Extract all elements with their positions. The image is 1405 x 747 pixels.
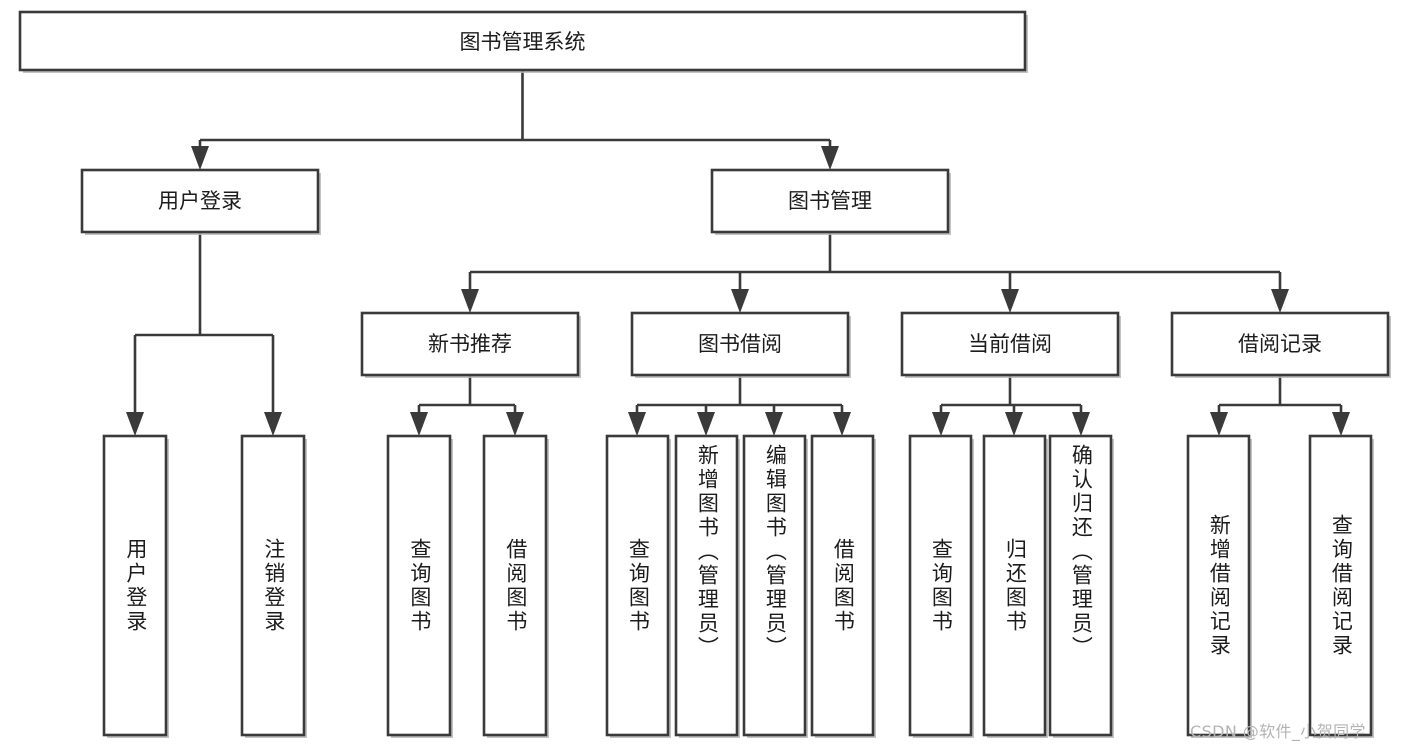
leaf-return-book-box[interactable]	[982, 434, 1047, 737]
node-borrow-record[interactable]: 借阅记录	[1170, 311, 1391, 378]
leaf-confirm-return-admin-box[interactable]	[1048, 434, 1113, 737]
leaf-borrow-book-1-box[interactable]	[482, 434, 548, 737]
node-book-manage-label: 图书管理	[788, 189, 872, 213]
leaf-user-login-box[interactable]	[102, 434, 168, 737]
leaf-borrow-book-2-box[interactable]	[810, 434, 875, 737]
node-current-borrow[interactable]: 当前借阅	[900, 311, 1121, 378]
arrow-icon-user-logout-leaf	[264, 412, 282, 436]
arrow-icon-query-book-2	[628, 412, 646, 436]
node-book-manage[interactable]: 图书管理	[710, 168, 951, 235]
leaf-add-borrow-record-box[interactable]	[1186, 434, 1251, 737]
leaf-query-book-2-box[interactable]	[605, 434, 670, 737]
node-user-login-label: 用户登录	[158, 189, 242, 213]
node-root-box[interactable]	[18, 10, 1027, 72]
arrow-icon-query-book-3	[932, 412, 950, 436]
arrow-icon-return-book	[1005, 412, 1023, 436]
arrow-icon-borrow-record	[1271, 289, 1289, 313]
connector-layer	[126, 70, 1350, 436]
leaf-edit-book-admin-box[interactable]	[742, 434, 807, 737]
node-user-login[interactable]: 用户登录	[80, 168, 321, 235]
arrow-icon-query-borrow-record	[1332, 412, 1350, 436]
node-root[interactable]: 图书管理系统	[18, 10, 1028, 73]
node-borrow-record-box[interactable]	[1170, 311, 1390, 377]
arrow-icon-add-book-admin	[697, 412, 715, 436]
leaf-user-logout-box[interactable]	[240, 434, 306, 737]
node-current-borrow-box[interactable]	[900, 311, 1120, 377]
leaf-query-book-3-box[interactable]	[908, 434, 973, 737]
node-book-borrow-box[interactable]	[630, 311, 850, 377]
node-user-login-box[interactable]	[80, 168, 320, 234]
arrow-icon-user-login-leaf	[126, 412, 144, 436]
node-new-book-recommend-label: 新书推荐	[428, 332, 512, 356]
node-new-book-recommend-box[interactable]	[360, 311, 580, 377]
arrow-icon-new-book-recommend	[461, 289, 479, 313]
csdn-watermark: CSDN @软件_小贺同学	[1190, 722, 1366, 741]
arrow-icon-current-borrow	[1001, 289, 1019, 313]
leaf-query-book-1-box[interactable]	[386, 434, 452, 737]
node-new-book-recommend[interactable]: 新书推荐	[360, 311, 581, 378]
arrow-icon-confirm-return-admin	[1072, 412, 1090, 436]
node-root-label: 图书管理系统	[460, 30, 586, 54]
arrow-icon-edit-book-admin	[765, 412, 783, 436]
arrow-icon-book-manage	[821, 146, 839, 170]
node-book-borrow[interactable]: 图书借阅	[630, 311, 851, 378]
arrow-icon-user-login	[191, 146, 209, 170]
arrow-icon-book-borrow	[731, 289, 749, 313]
node-borrow-record-label: 借阅记录	[1238, 332, 1322, 356]
arrow-icon-borrow-book-2	[833, 412, 851, 436]
node-book-borrow-label: 图书借阅	[698, 332, 782, 356]
node-current-borrow-label: 当前借阅	[968, 332, 1052, 356]
node-book-manage-box[interactable]	[710, 168, 950, 234]
leaf-box-layer	[102, 434, 1374, 738]
arrow-icon-add-borrow-record	[1210, 412, 1228, 436]
leaf-add-book-admin-box[interactable]	[674, 434, 739, 737]
leaf-query-borrow-record-box[interactable]	[1308, 434, 1373, 737]
arrow-icon-query-book-1	[410, 412, 428, 436]
arrow-icon-borrow-book-1	[506, 412, 524, 436]
